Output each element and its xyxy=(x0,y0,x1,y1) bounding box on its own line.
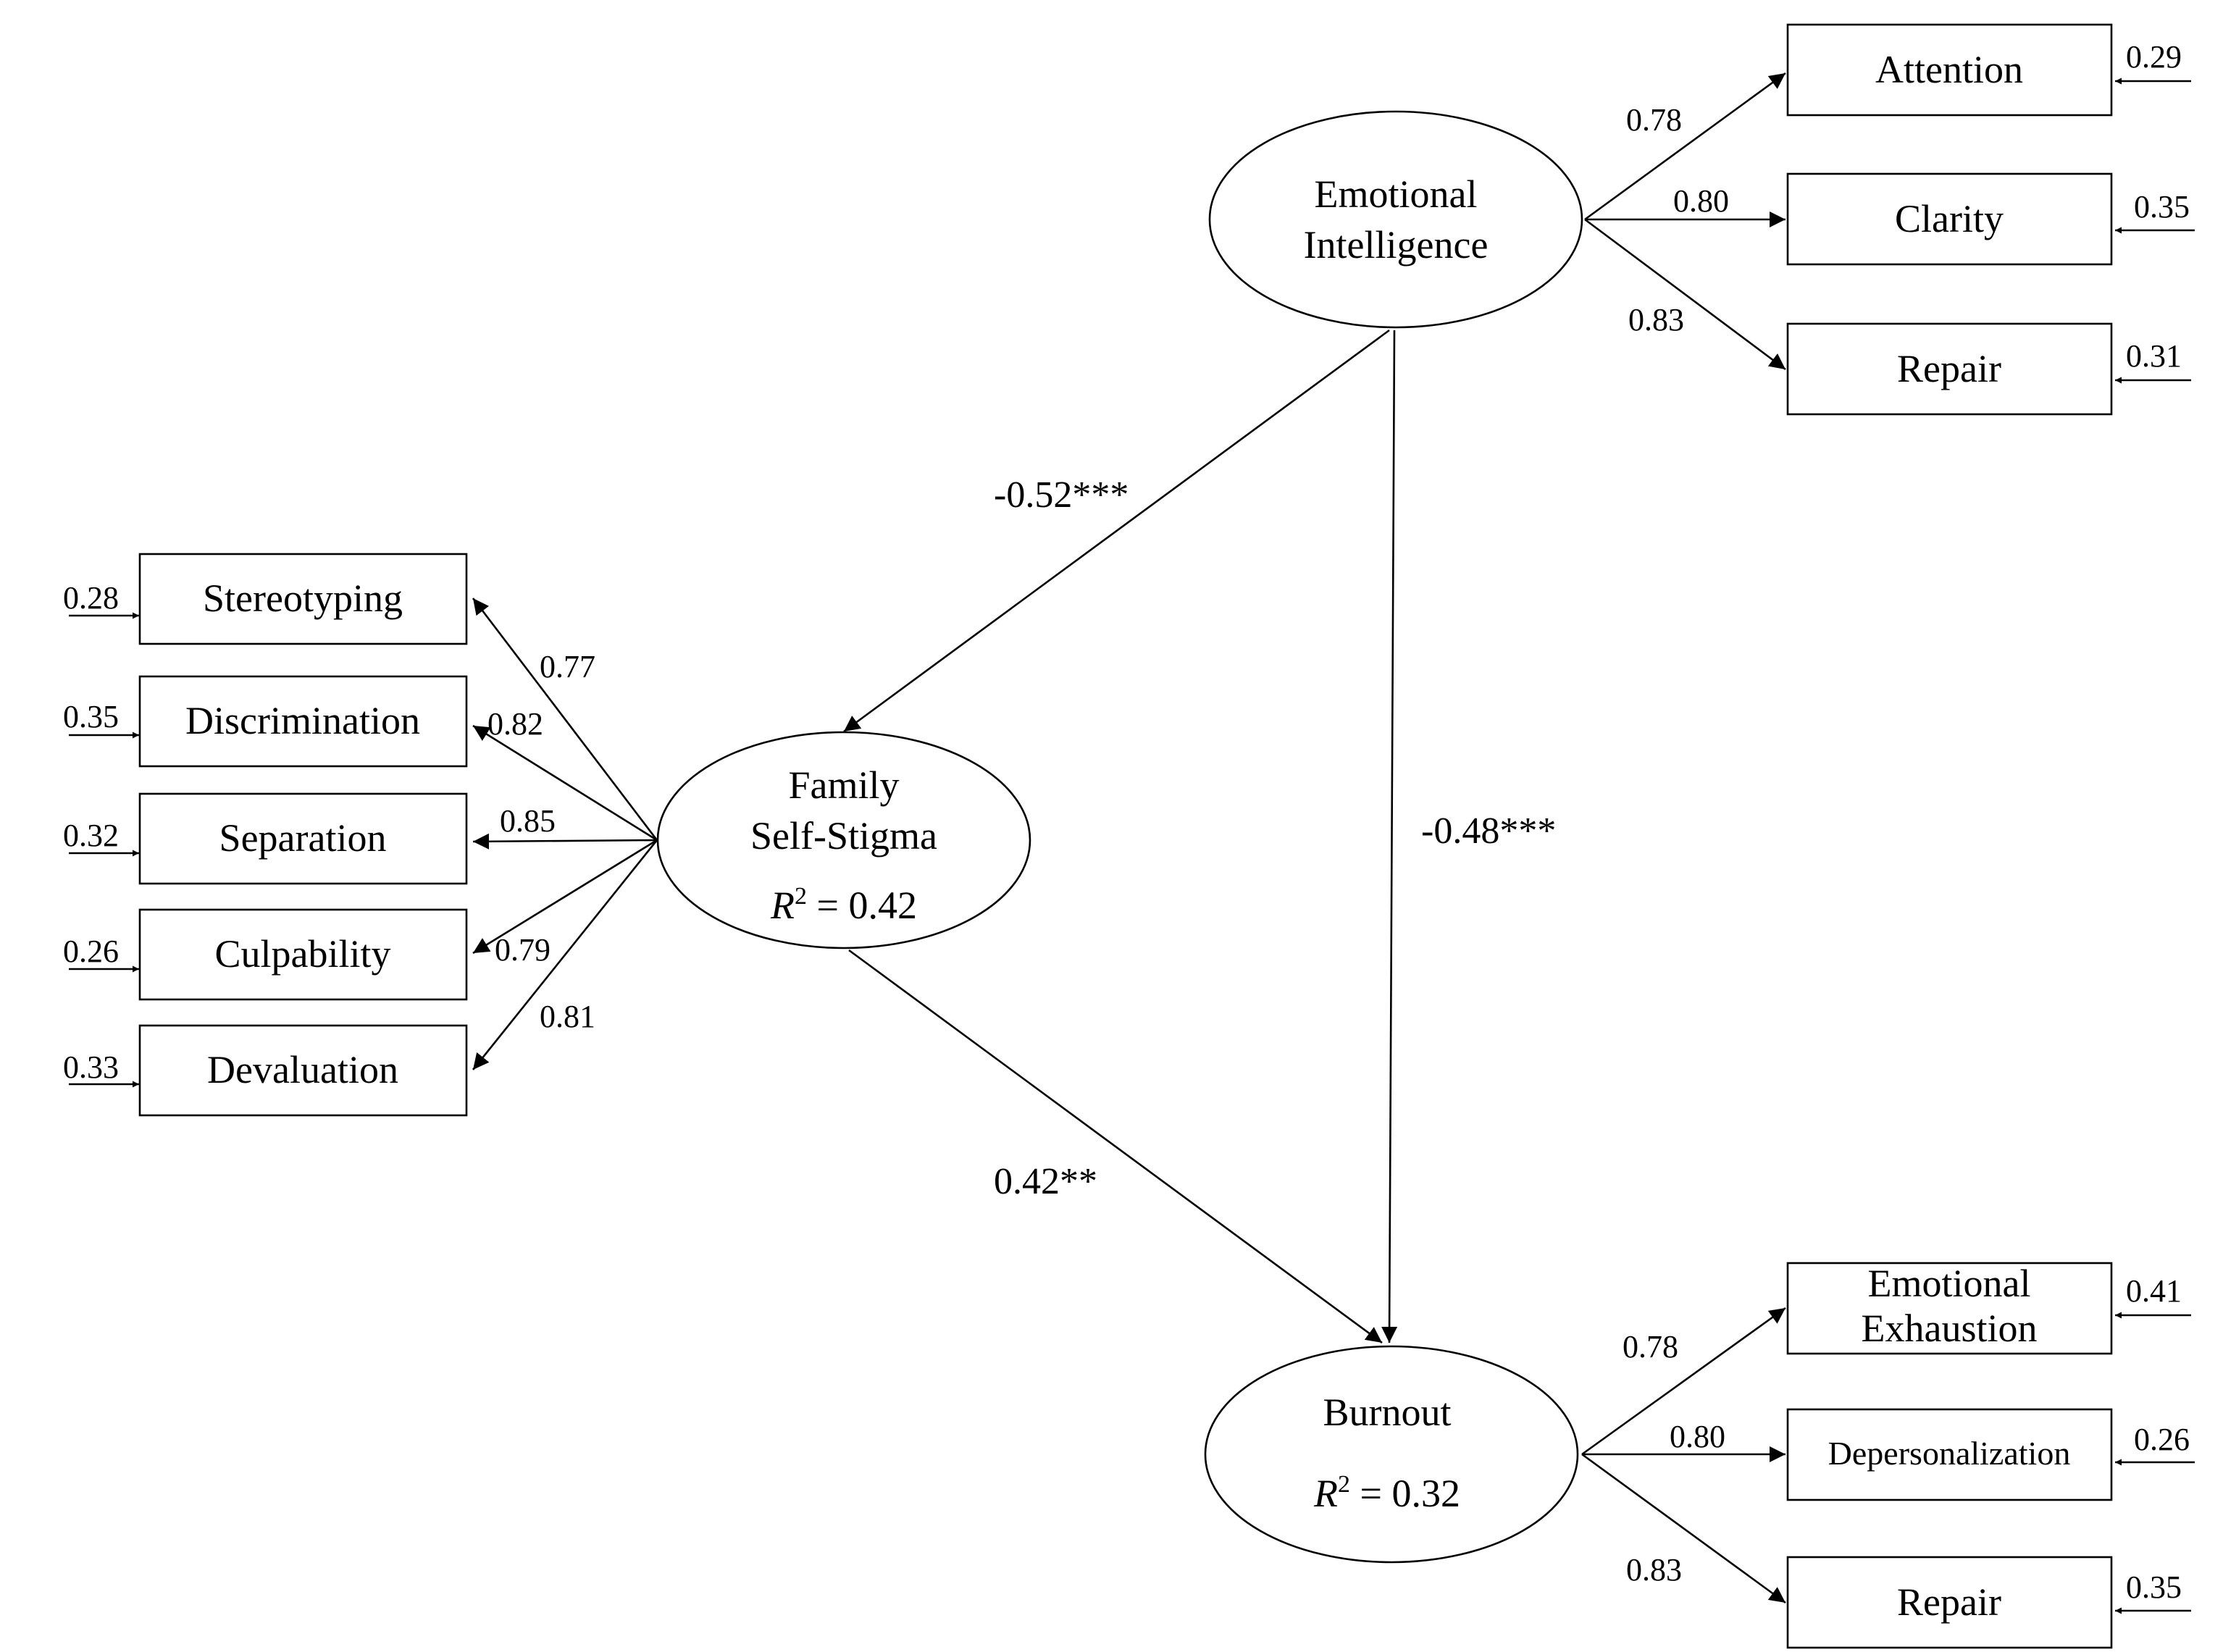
indicator-stereotyping-label: Stereotyping xyxy=(203,576,403,620)
indicator-repair-ei xyxy=(1786,322,2113,416)
indicator-separation xyxy=(138,792,468,885)
indicator-separation-label: Separation xyxy=(219,816,387,860)
loading-culpability: 0.79 xyxy=(495,932,550,968)
error-separation: 0.32 xyxy=(63,818,119,853)
path-ei-to-burnout xyxy=(1381,330,1398,1343)
latent-burnout xyxy=(1204,1345,1579,1564)
indicator-stereotyping xyxy=(138,553,468,645)
fss-r2: R2 = 0.42 xyxy=(770,883,917,927)
error-culpability: 0.26 xyxy=(63,934,119,969)
indicator-culpability-label: Culpability xyxy=(215,932,391,976)
loading-discrimination: 0.82 xyxy=(487,706,543,742)
error-stereotyping: 0.28 xyxy=(63,580,119,616)
path-coef-fss-burnout: 0.42** xyxy=(994,1161,1097,1202)
indicator-devaluation xyxy=(138,1024,468,1117)
loading-depersonalization: 0.80 xyxy=(1670,1419,1725,1454)
loading-repair-burnout: 0.83 xyxy=(1626,1552,1682,1588)
indicator-clarity xyxy=(1786,172,2113,266)
path-fss-to-burnout xyxy=(848,949,1383,1344)
burnout-r2: R2 = 0.32 xyxy=(1313,1471,1460,1515)
loading-clarity: 0.80 xyxy=(1673,183,1729,219)
error-discrimination: 0.35 xyxy=(63,699,119,734)
path-coef-ei-burnout: -0.48*** xyxy=(1421,810,1556,852)
latent-family-self-stigma xyxy=(656,731,1031,949)
fss-loadings xyxy=(472,598,658,1070)
ei-loadings xyxy=(1584,72,1786,371)
burnout-loadings xyxy=(1581,1307,1786,1604)
error-attention: 0.29 xyxy=(2126,39,2182,75)
indicator-devaluation-label: Devaluation xyxy=(207,1048,398,1091)
loading-attention: 0.78 xyxy=(1626,102,1682,138)
indicator-culpability xyxy=(138,908,468,1001)
loading-repair-ei: 0.83 xyxy=(1628,302,1684,337)
burnout-label: Burnout xyxy=(1323,1391,1451,1434)
fss-label-line2: Self-Stigma xyxy=(750,814,937,858)
loading-emotional-exhaustion: 0.78 xyxy=(1623,1329,1678,1364)
error-emotional-exhaustion: 0.41 xyxy=(2126,1273,2182,1309)
indicator-emotional-exhaustion xyxy=(1786,1262,2113,1355)
indicator-emotional-exhaustion-line1: Emotional xyxy=(1868,1262,2031,1305)
loading-stereotyping: 0.77 xyxy=(540,649,595,684)
path-coef-ei-fss: -0.52*** xyxy=(994,474,1129,516)
indicator-repair-ei-label: Repair xyxy=(1897,347,2001,390)
loading-devaluation: 0.81 xyxy=(540,999,595,1034)
indicator-discrimination-label: Discrimination xyxy=(185,699,420,742)
indicator-attention-label: Attention xyxy=(1875,48,2023,91)
indicator-depersonalization xyxy=(1786,1408,2113,1501)
indicator-attention xyxy=(1786,23,2113,117)
path-ei-to-fss xyxy=(843,329,1390,733)
ei-label-line2: Intelligence xyxy=(1304,223,1489,267)
error-repair-burnout: 0.35 xyxy=(2126,1569,2182,1605)
latent-emotional-intelligence xyxy=(1208,110,1583,329)
error-clarity: 0.35 xyxy=(2134,189,2190,225)
ei-label-line1: Emotional xyxy=(1315,172,1478,216)
indicator-clarity-label: Clarity xyxy=(1895,197,2004,240)
error-repair-ei: 0.31 xyxy=(2126,338,2182,374)
indicator-discrimination xyxy=(138,675,468,768)
loading-separation: 0.85 xyxy=(500,803,556,839)
indicator-emotional-exhaustion-line2: Exhaustion xyxy=(1862,1307,2038,1350)
indicator-repair-burnout xyxy=(1786,1556,2113,1649)
error-devaluation: 0.33 xyxy=(63,1049,119,1085)
fss-label-line1: Family xyxy=(788,763,899,807)
error-depersonalization: 0.26 xyxy=(2134,1422,2190,1457)
indicator-depersonalization-label: Depersonalization xyxy=(1828,1435,2071,1472)
indicator-repair-burnout-label: Repair xyxy=(1897,1580,2001,1624)
